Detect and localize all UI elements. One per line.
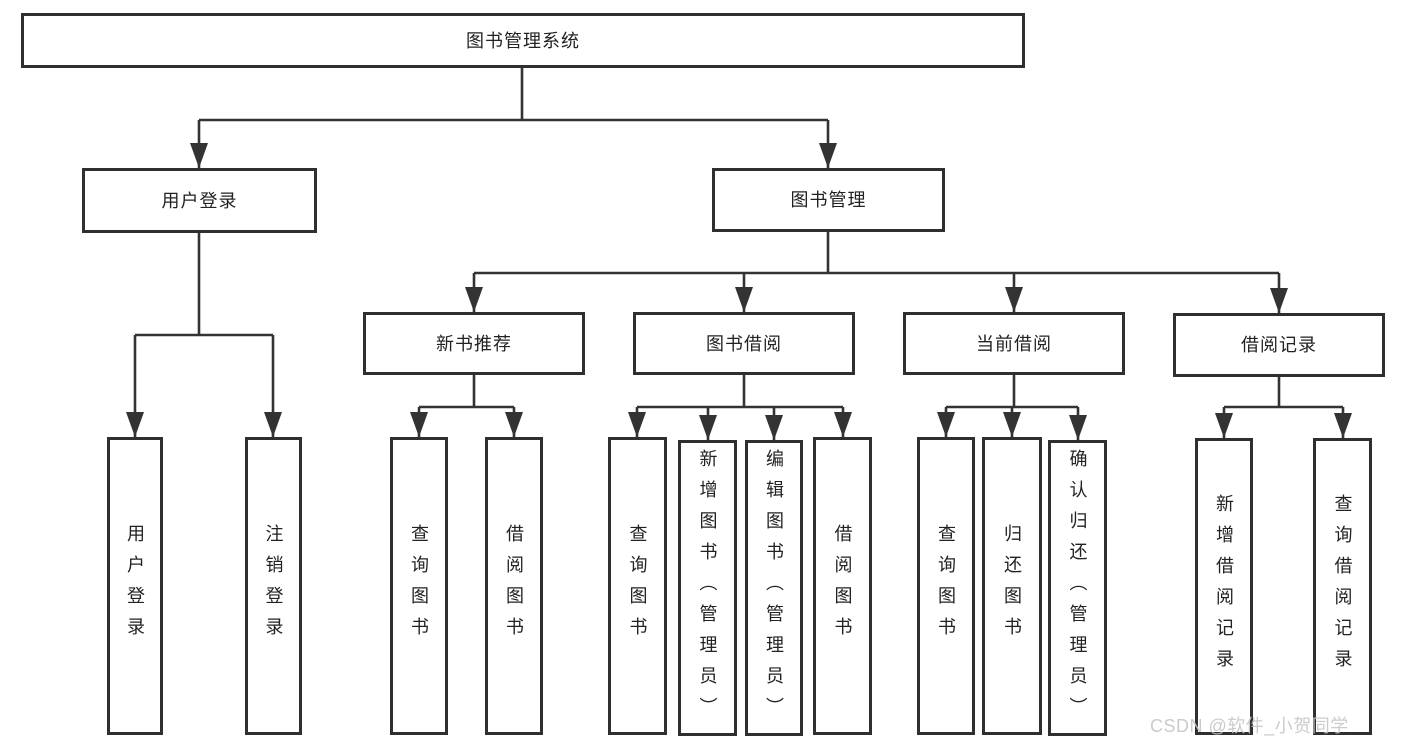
node-label: 用户登录: [125, 524, 145, 648]
node-query-books-recommend: 查询图书: [390, 437, 448, 735]
arrowhead-down-icon: [735, 287, 753, 312]
node-book-borrowing: 图书借阅: [633, 312, 855, 375]
node-label: 查询图书: [409, 524, 429, 648]
node-label: 借阅图书: [504, 524, 524, 648]
arrowhead-down-icon: [1005, 287, 1023, 312]
node-label: 借阅记录: [1241, 335, 1317, 355]
node-new-book-recommendation: 新书推荐: [363, 312, 585, 375]
node-library-system: 图书管理系统: [21, 13, 1025, 68]
node-query-books-current: 查询图书: [917, 437, 975, 735]
node-label: 查询图书: [936, 524, 956, 648]
arrowhead-down-icon: [1003, 412, 1021, 437]
node-query-books-borrowing: 查询图书: [608, 437, 667, 735]
arrowhead-down-icon: [937, 412, 955, 437]
node-return-books: 归还图书: [982, 437, 1042, 735]
arrowhead-down-icon: [699, 415, 717, 440]
arrowhead-down-icon: [1270, 288, 1288, 313]
node-borrow-books: 借阅图书: [813, 437, 872, 735]
arrowhead-down-icon: [126, 412, 144, 437]
node-user-login-leaf: 用户登录: [107, 437, 163, 735]
node-user-login: 用户登录: [82, 168, 317, 233]
node-query-borrowing-record: 查询借阅记录: [1313, 438, 1372, 735]
node-borrowing-records: 借阅记录: [1173, 313, 1385, 377]
node-label: 新书推荐: [436, 333, 512, 354]
node-label: 用户登录: [161, 190, 238, 211]
node-label: 编辑图书（管理员）: [764, 448, 784, 728]
arrowhead-down-icon: [264, 412, 282, 437]
node-label: 当前借阅: [976, 333, 1052, 354]
arrowhead-down-icon: [190, 143, 208, 168]
arrowhead-down-icon: [465, 287, 483, 312]
arrowhead-down-icon: [834, 412, 852, 437]
node-current-borrowing: 当前借阅: [903, 312, 1125, 375]
node-label: 新增图书（管理员）: [697, 448, 718, 728]
node-label: 图书管理: [790, 190, 867, 210]
csdn-watermark: CSDN @软件_小贺同学: [1150, 716, 1349, 736]
node-label: 确认归还（管理员）: [1067, 448, 1088, 728]
arrowhead-down-icon: [1069, 415, 1087, 440]
node-label: 图书借阅: [706, 333, 782, 354]
node-book-management: 图书管理: [712, 168, 945, 232]
node-add-borrowing-record: 新增借阅记录: [1195, 438, 1253, 735]
node-label: 归还图书: [1002, 524, 1022, 648]
arrowhead-down-icon: [1334, 413, 1352, 438]
node-label: 注销登录: [263, 524, 284, 648]
node-confirm-return-admin: 确认归还（管理员）: [1048, 440, 1107, 736]
node-add-books-admin: 新增图书（管理员）: [678, 440, 737, 736]
node-edit-books-admin: 编辑图书（管理员）: [745, 440, 803, 736]
node-label: 查询图书: [627, 524, 648, 648]
node-label: 新增借阅记录: [1214, 493, 1234, 680]
arrowhead-down-icon: [505, 412, 523, 437]
arrowhead-down-icon: [410, 412, 428, 437]
arrowhead-down-icon: [819, 143, 837, 168]
arrowhead-down-icon: [765, 415, 783, 440]
node-label: 查询借阅记录: [1332, 493, 1353, 680]
arrowhead-down-icon: [1215, 413, 1233, 438]
node-logout-login: 注销登录: [245, 437, 302, 735]
arrowhead-down-icon: [628, 412, 646, 437]
node-borrow-books-recommend: 借阅图书: [485, 437, 543, 735]
node-label: 图书管理系统: [466, 30, 580, 51]
node-label: 借阅图书: [832, 524, 853, 648]
